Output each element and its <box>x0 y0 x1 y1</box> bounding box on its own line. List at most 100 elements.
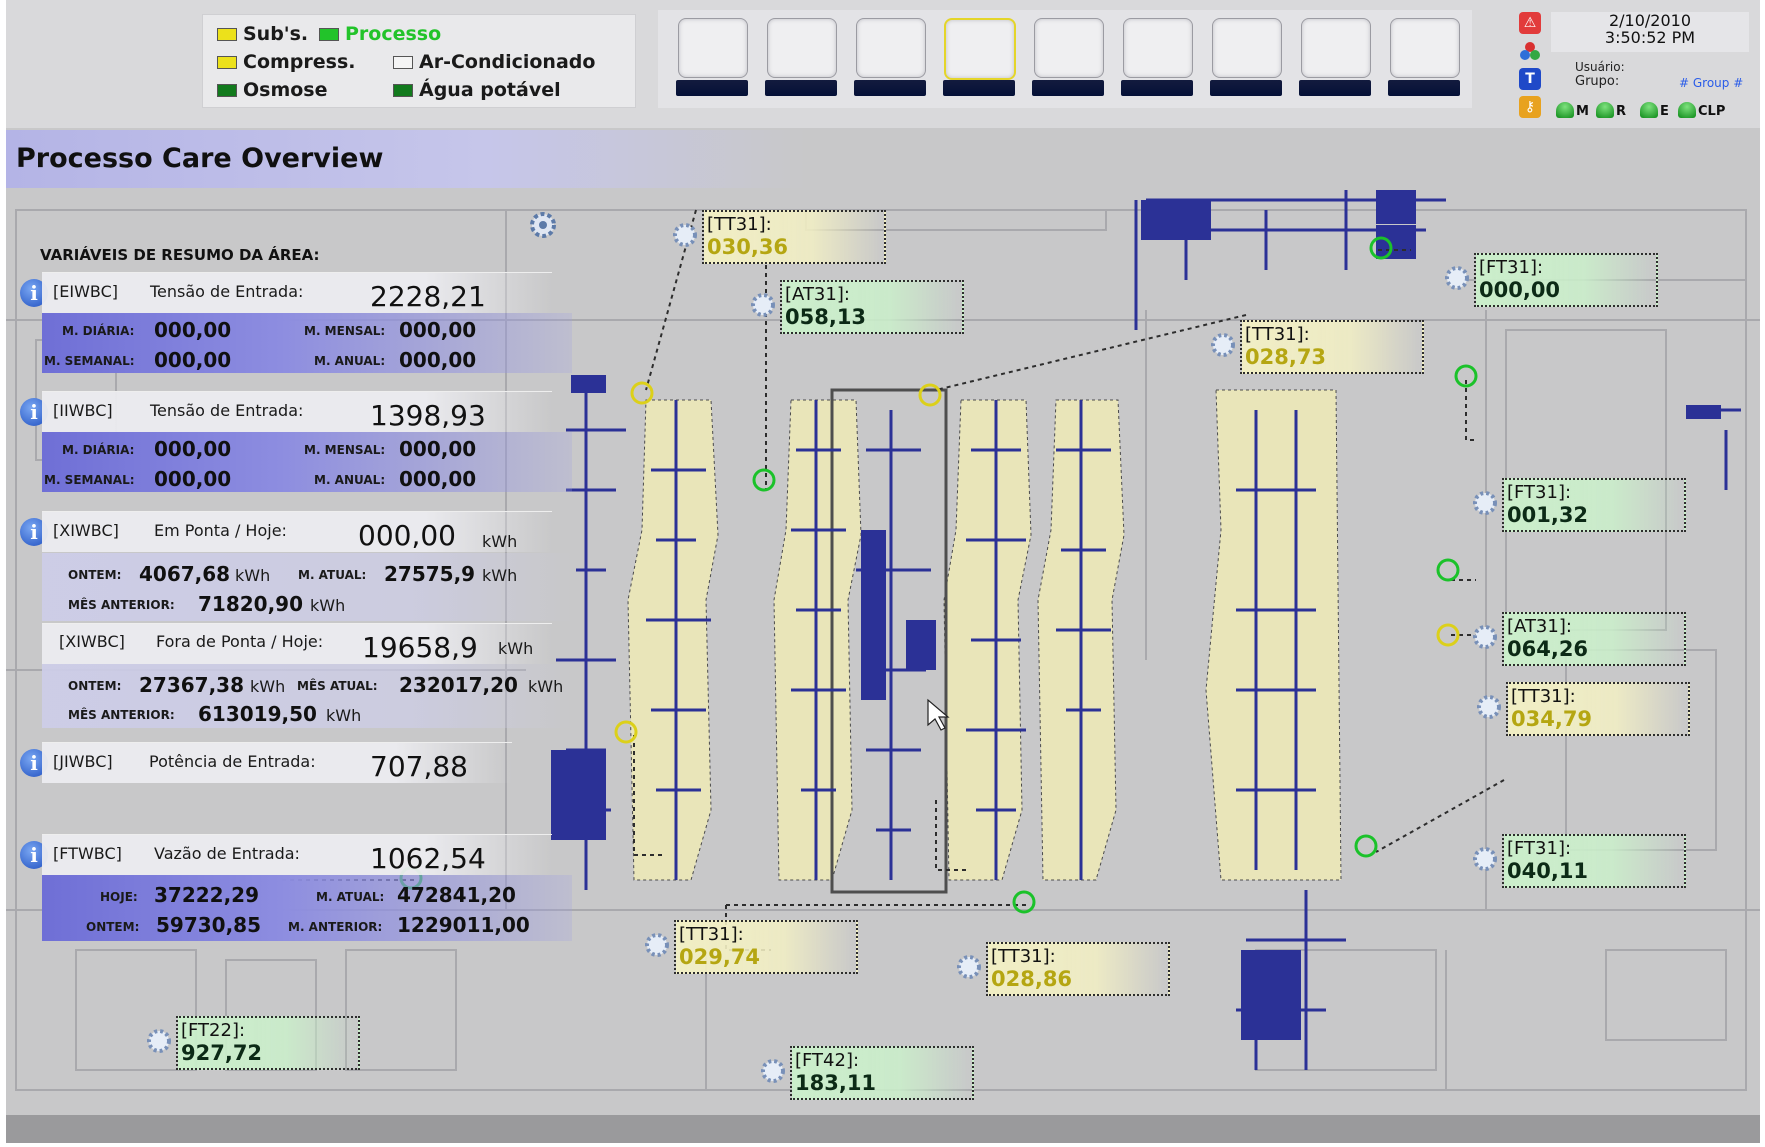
page-title-bar: Processo Care Overview <box>6 130 806 188</box>
xiwbc-ponta-value: 000,00 <box>358 519 456 552</box>
xiwbc-ponta-card <box>42 511 552 552</box>
key-icon[interactable]: ⚷ <box>1519 96 1541 118</box>
legend-compress[interactable]: Compress. <box>217 51 356 73</box>
tag-value: 001,32 <box>1507 503 1589 527</box>
text-tool-icon[interactable]: T <box>1519 68 1541 90</box>
tag-value: 029,74 <box>679 945 761 969</box>
scada-screen: Sub's. Processo Compress. Ar-Condicionad… <box>6 0 1760 1128</box>
tag-tt31-a[interactable]: [TT31]: 030,36 <box>702 210 886 264</box>
ftwbc-details <box>42 875 572 941</box>
legend-processo[interactable]: Processo <box>319 23 441 45</box>
tag-name: [TT31]: <box>679 924 744 945</box>
jiwbc-code: [JIWBC] <box>53 752 113 771</box>
tag-tt31-e[interactable]: [TT31]: 028,86 <box>986 942 1170 996</box>
nav-tile-bar <box>676 80 748 96</box>
nav-tile[interactable] <box>767 18 837 78</box>
xiwbc-fora-ontem-unit: kWh <box>250 677 286 696</box>
tag-value: 064,26 <box>1507 637 1589 661</box>
tag-name: [FT31]: <box>1479 257 1544 278</box>
ftwbc-m-anterior: 1229011,00 <box>397 913 530 937</box>
ftwbc-card <box>42 834 552 875</box>
tag-tt31-b[interactable]: [TT31]: 028,73 <box>1240 320 1424 374</box>
alarm-icon[interactable]: ⚠ <box>1519 12 1541 34</box>
led-r-label: R <box>1616 104 1627 119</box>
xiwbc-ponta-mes-anterior-label: MÊS ANTERIOR: <box>68 598 175 612</box>
sensor-gear-icon <box>751 293 775 317</box>
legend-subs[interactable]: Sub's. <box>217 23 308 45</box>
yellow-swatch-icon <box>217 55 237 69</box>
settings-gear-icon[interactable] <box>526 208 556 238</box>
eiwbc-details <box>42 313 572 373</box>
tag-value: 030,36 <box>707 235 789 259</box>
led-e-icon <box>1640 102 1658 118</box>
xiwbc-fora-ontem-label: ONTEM: <box>68 679 122 693</box>
iiwbc-m-diaria-label: M. DIÁRIA: <box>62 443 135 457</box>
nav-tile-selected[interactable] <box>944 18 1016 80</box>
xiwbc-ponta-m-atual: 27575,9 <box>384 562 476 586</box>
clock-time: 3:50:52 PM <box>1604 28 1696 47</box>
iiwbc-m-anual-label: M. ANUAL: <box>314 473 386 487</box>
nav-tile[interactable] <box>1301 18 1371 78</box>
eiwbc-code: [EIWBC] <box>53 282 118 301</box>
nav-tile[interactable] <box>856 18 926 78</box>
xiwbc-ponta-ontem-label: ONTEM: <box>68 568 122 582</box>
eiwbc-m-semanal-label: M. SEMANAL: <box>44 354 135 368</box>
nav-tile-bar <box>854 80 926 96</box>
xiwbc-ponta-ontem: 4067,68 <box>139 562 231 586</box>
tag-value: 028,86 <box>991 967 1073 991</box>
xiwbc-fora-mes-atual-label: MÊS ATUAL: <box>297 679 378 693</box>
selected-line-frame[interactable] <box>830 388 948 894</box>
tag-tt31-d[interactable]: [TT31]: 029,74 <box>674 920 858 974</box>
page-title: Processo Care Overview <box>16 143 384 174</box>
nav-tile-bar <box>765 80 837 96</box>
tag-at31-a[interactable]: [AT31]: 058,13 <box>780 280 964 334</box>
darkgreen-swatch-icon <box>217 83 237 97</box>
legend-agua-potavel[interactable]: Água potável <box>393 79 561 101</box>
iiwbc-m-mensal: 000,00 <box>399 437 477 461</box>
ftwbc-hoje: 37222,29 <box>154 883 260 907</box>
tag-ft42[interactable]: [FT42]: 183,11 <box>790 1046 974 1100</box>
jiwbc-card <box>42 742 512 783</box>
xiwbc-ponta-m-atual-unit: kWh <box>482 566 518 585</box>
xiwbc-fora-unit: kWh <box>498 639 534 658</box>
tag-name: [TT31]: <box>991 946 1056 967</box>
nav-tile[interactable] <box>1034 18 1104 78</box>
tag-at31-b[interactable]: [AT31]: 064,26 <box>1502 612 1686 666</box>
tag-ft31-b[interactable]: [FT31]: 001,32 <box>1502 478 1686 532</box>
tag-name: [AT31]: <box>785 284 850 305</box>
xiwbc-fora-mes-anterior-label: MÊS ANTERIOR: <box>68 708 175 722</box>
nav-tile[interactable] <box>1123 18 1193 78</box>
led-e-label: E <box>1660 104 1669 119</box>
sensor-gear-icon <box>1445 266 1469 290</box>
xiwbc-fora-code: [XIWBC] <box>59 632 125 651</box>
ftwbc-label: Vazão de Entrada: <box>154 844 300 863</box>
jiwbc-value: 707,88 <box>370 750 468 783</box>
tag-tt31-c[interactable]: [TT31]: 034,79 <box>1506 682 1690 736</box>
group-icon[interactable] <box>1519 40 1541 62</box>
iiwbc-code: [IIWBC] <box>53 401 113 420</box>
tag-ft31-a[interactable]: [FT31]: 000,00 <box>1474 253 1658 307</box>
header-bar: Sub's. Processo Compress. Ar-Condicionad… <box>6 0 1760 128</box>
yellow-swatch-icon <box>217 27 237 41</box>
tag-value: 040,11 <box>1507 859 1589 883</box>
legend-ar-condicionado[interactable]: Ar-Condicionado <box>393 51 595 73</box>
eiwbc-m-semanal: 000,00 <box>154 348 232 372</box>
xiwbc-fora-mes-atual-unit: kWh <box>528 677 564 696</box>
tag-name: [FT31]: <box>1507 838 1572 859</box>
nav-tile-bar <box>943 80 1015 96</box>
xiwbc-ponta-label: Em Ponta / Hoje: <box>154 521 287 540</box>
xiwbc-ponta-m-atual-label: M. ATUAL: <box>298 568 367 582</box>
tag-ft31-c[interactable]: [FT31]: 040,11 <box>1502 834 1686 888</box>
tag-value: 927,72 <box>181 1041 263 1065</box>
eiwbc-card <box>42 272 552 313</box>
legend-osmose[interactable]: Osmose <box>217 79 328 101</box>
nav-tile[interactable] <box>1390 18 1460 78</box>
grupo-value: # Group # <box>1679 76 1744 90</box>
tag-value: 034,79 <box>1511 707 1593 731</box>
nav-tile[interactable] <box>1212 18 1282 78</box>
tag-ft22[interactable]: [FT22]: 927,72 <box>176 1016 360 1070</box>
tag-value: 183,11 <box>795 1071 877 1095</box>
clock-date: 2/10/2010 <box>1608 11 1692 30</box>
led-clp-icon <box>1678 102 1696 118</box>
nav-tile[interactable] <box>678 18 748 78</box>
